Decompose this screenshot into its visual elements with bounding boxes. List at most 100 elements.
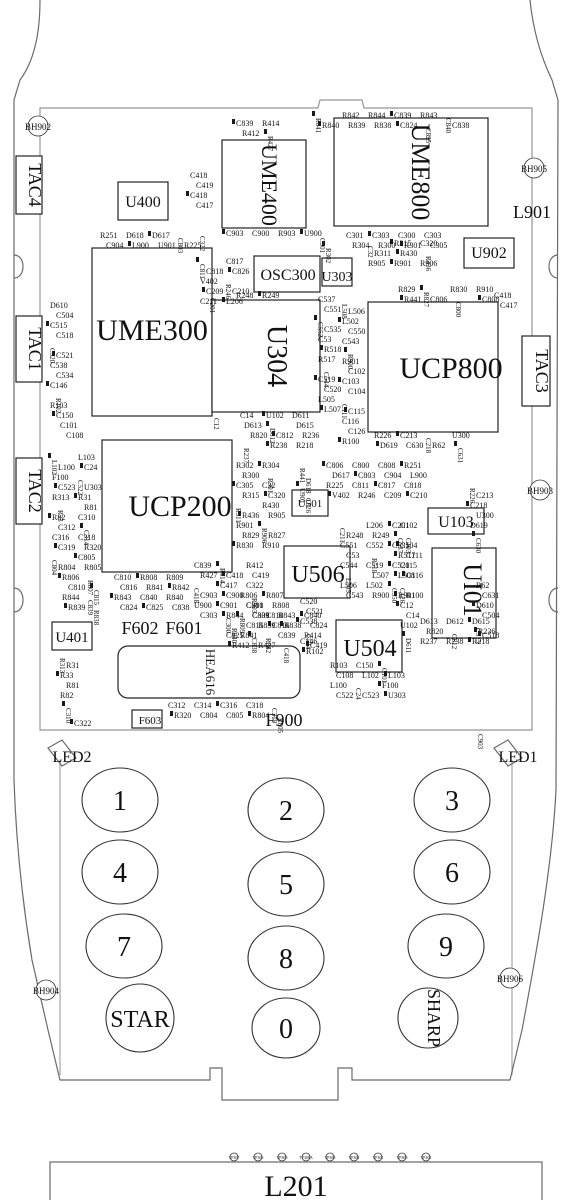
component-ref: R218	[472, 637, 489, 646]
component-ref: C839	[252, 611, 269, 620]
svg-text:9: 9	[439, 932, 453, 963]
component-ref: C211	[338, 528, 346, 543]
component-ref: R910	[262, 541, 279, 550]
component-pad	[396, 249, 399, 254]
svg-text:BH902: BH902	[25, 122, 51, 132]
component-ref: R412	[242, 129, 259, 138]
component-ref: C201	[208, 298, 216, 314]
component-pad	[328, 491, 331, 496]
component-ref: F100	[52, 473, 68, 482]
key-7[interactable]: 7	[85, 913, 163, 979]
component-ref: C108	[66, 431, 83, 440]
component-ref: C806	[326, 461, 343, 470]
component-ref: R843	[420, 111, 437, 120]
component-ref: D610	[476, 601, 494, 610]
key-1[interactable]: 1	[81, 767, 159, 833]
component-ref: L100	[330, 681, 347, 690]
component-pad	[46, 321, 49, 326]
chip-label: U400	[125, 194, 161, 211]
component-ref: C418	[494, 291, 511, 300]
component-pad	[338, 437, 341, 442]
key-4[interactable]: 4	[81, 839, 159, 905]
chip-u902: U902	[463, 237, 515, 269]
component-ref: R820	[426, 627, 443, 636]
component-ref: C310	[78, 513, 95, 522]
component-ref: L505	[318, 395, 335, 404]
boss-bh906: BH906	[497, 967, 523, 989]
component-ref: D612	[446, 617, 464, 626]
component-ref: C518	[482, 631, 499, 640]
component-pad	[314, 315, 317, 320]
component-pad	[302, 647, 305, 652]
component-ref: R820	[250, 431, 267, 440]
tactile-tac1: TAC1	[15, 315, 45, 383]
component-ref: C312	[58, 523, 75, 532]
key-3[interactable]: 3	[413, 767, 491, 833]
component-pad	[280, 621, 283, 626]
component-pad	[314, 375, 317, 380]
component-ref: U303	[84, 483, 102, 492]
component-ref: U901	[158, 241, 176, 250]
key-5[interactable]: 5	[247, 851, 325, 917]
component-pad	[478, 295, 481, 300]
component-ref: U102	[400, 621, 418, 630]
component-ref: R842	[342, 111, 359, 120]
fuse-f603: F603	[131, 709, 163, 729]
component-pad	[396, 431, 399, 436]
svg-text:TAC1: TAC1	[25, 327, 45, 371]
component-ref: C126	[348, 427, 365, 436]
key-8[interactable]: 8	[247, 925, 325, 991]
component-pad	[402, 631, 405, 636]
component-ref: C322	[74, 719, 91, 728]
component-ref: C419	[310, 641, 327, 650]
key-9[interactable]: 9	[407, 913, 485, 979]
chip-ui01: UI01	[431, 547, 497, 639]
component-ref: C551	[324, 305, 341, 314]
component-pad	[388, 521, 391, 526]
svg-text:TAC2: TAC2	[25, 469, 45, 513]
component-ref: C825	[146, 603, 163, 612]
component-ref: C418	[282, 648, 290, 664]
svg-text:BH903: BH903	[527, 486, 554, 496]
key-star[interactable]: STAR	[105, 983, 175, 1053]
component-pad	[232, 119, 235, 124]
component-ref: C803	[358, 471, 375, 480]
component-ref: C126	[398, 588, 406, 604]
component-ref: R805	[276, 718, 284, 734]
chip-label: U304	[261, 325, 292, 387]
component-ref: C12	[400, 601, 413, 610]
component-ref: C838	[452, 121, 469, 130]
component-pad	[322, 461, 325, 466]
component-ref: D612	[268, 428, 276, 444]
key-0[interactable]: 0	[251, 997, 321, 1059]
testpoint-label: TP201	[421, 1155, 432, 1160]
component-ref: R901	[236, 521, 253, 530]
component-ref: C322	[246, 581, 263, 590]
inductor-l201: L201	[264, 1170, 327, 1200]
key-sharp[interactable]: SHARP	[397, 987, 459, 1049]
component-ref: C521	[56, 351, 73, 360]
component-pad	[396, 601, 399, 606]
key-2[interactable]: 2	[247, 777, 325, 843]
svg-text:BH904: BH904	[33, 986, 60, 996]
component-pad	[170, 711, 173, 716]
key-6[interactable]: 6	[413, 839, 491, 905]
component-ref: C417	[196, 201, 213, 210]
component-ref: R302	[324, 248, 332, 264]
component-ref: C537	[396, 538, 404, 554]
component-ref: R218	[296, 441, 313, 450]
component-ref: C213	[400, 431, 417, 440]
component-ref: C804	[50, 560, 58, 576]
component-pad	[378, 661, 381, 666]
component-ref: R827	[422, 292, 430, 308]
component-ref: C14	[406, 611, 419, 620]
component-ref: C322	[198, 236, 206, 252]
component-ref: C519	[318, 375, 335, 384]
component-ref: C319	[270, 708, 278, 724]
component-pad	[258, 291, 261, 296]
component-ref: C817	[378, 481, 395, 490]
component-pad	[318, 121, 321, 126]
component-pad	[466, 501, 469, 506]
component-ref: C102	[400, 521, 417, 530]
tactile-tac3: TAC3	[521, 335, 552, 407]
